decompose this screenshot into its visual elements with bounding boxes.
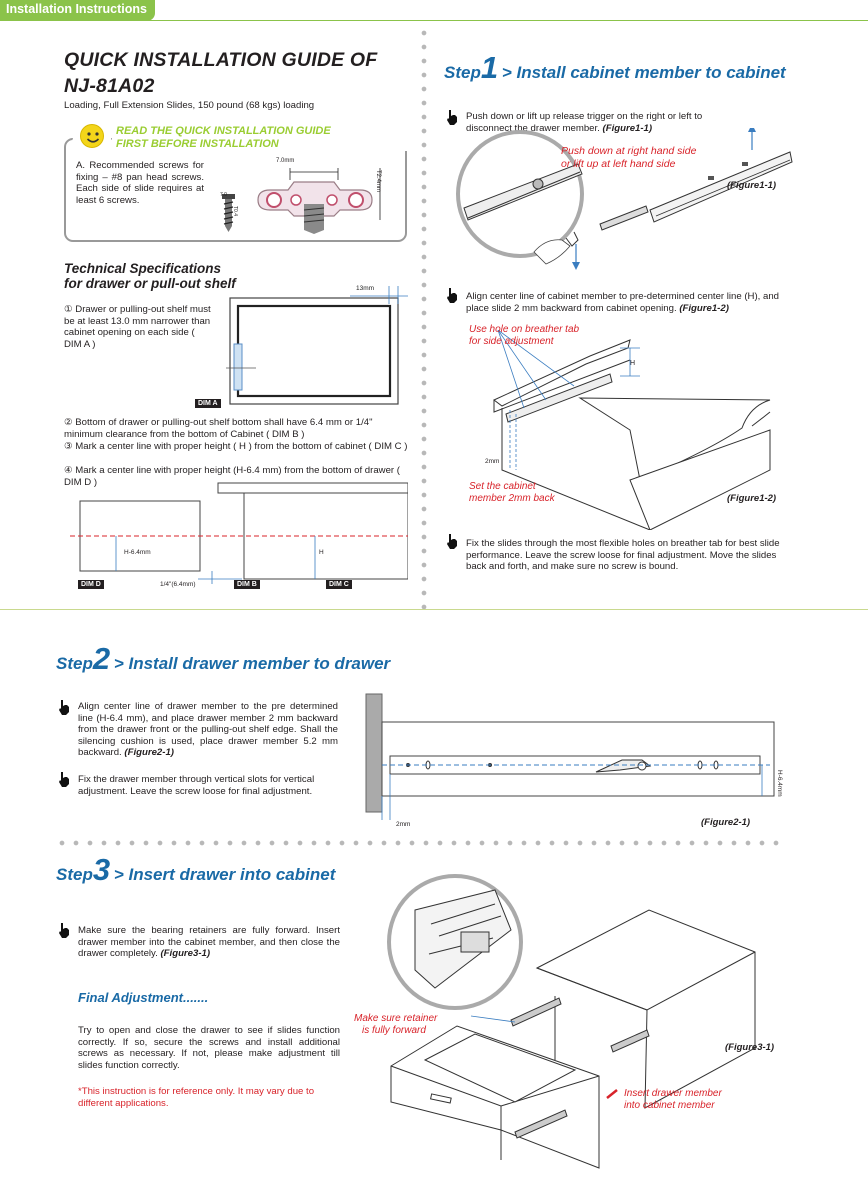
hand-pointer-icon: [447, 110, 457, 125]
screw-dim1: 7.0: [220, 192, 227, 198]
dim-quarter-label: 1/4"(6.4mm): [160, 581, 196, 588]
header-rule: [0, 20, 868, 21]
figure2-1-caption: (Figure2-1): [701, 817, 751, 828]
figure1-2-caption: (Figure1-2): [727, 493, 777, 504]
dim-d-label: DIM D: [78, 580, 104, 589]
step3-number: 3: [92, 852, 110, 887]
step1-note3-line2: member 2mm back: [469, 493, 555, 504]
hand-pointer-icon: [447, 534, 457, 549]
dim-b-label: DIM B: [234, 580, 260, 589]
read-note-line1: READ THE QUICK INSTALLATION GUIDE: [116, 125, 331, 137]
step1-instr2: Align center line of cabinet member to p…: [466, 291, 796, 314]
fig2-1-h64-label: H-6.4mm: [776, 770, 783, 797]
step2-instr1: Align center line of drawer member to th…: [78, 701, 338, 759]
smiley-icon: [80, 124, 104, 148]
hand-pointer-icon: [447, 288, 457, 303]
step1-title: > Install cabinet member to cabinet: [501, 63, 786, 82]
step1-note2-line2: for side adjustment: [469, 336, 554, 347]
step2-instr2: Fix the drawer member through vertical s…: [78, 774, 315, 797]
fig2-1-2mm-label: 2mm: [396, 821, 411, 828]
step2-instr1-ref: (Figure2-1): [124, 747, 174, 759]
spec-item1: ① Drawer or pulling-out shelf must be at…: [64, 304, 211, 350]
step2-word: Step: [56, 654, 93, 673]
step2-heading: Step2 > Install drawer member to drawer: [56, 641, 390, 677]
step3-heading: Step3 > Insert drawer into cabinet: [56, 852, 335, 888]
step3-word: Step: [56, 865, 93, 884]
step3-note2-line1: Insert drawer member: [624, 1088, 722, 1099]
screw-icon: [222, 194, 235, 232]
step1-note1-line1: Push down at right hand side: [561, 145, 697, 157]
dim-t24: T2.4mm: [375, 170, 381, 193]
step2-instr1-text: Align center line of drawer member to th…: [78, 701, 338, 759]
hand-pointer-icon: [59, 923, 69, 938]
step2-title: > Install drawer member to drawer: [113, 654, 391, 673]
figure1-2-drawing: [493, 330, 771, 530]
guide-title-line2: NJ-81A02: [64, 75, 155, 97]
specs-title-line1: Technical Specifications: [64, 261, 222, 276]
step3-instr: Make sure the bearing retainers are full…: [78, 925, 340, 960]
step2-number: 2: [92, 641, 110, 676]
dim-c-label: DIM C: [326, 580, 352, 589]
step1-note2-line1: Use hole on breather tab: [469, 324, 580, 335]
fig1-2-h-label: H: [630, 360, 636, 367]
guide-subtitle: Loading, Full Extension Slides, 150 poun…: [64, 100, 315, 111]
spec-item3: ③ Mark a center line with proper height …: [64, 441, 408, 452]
step1-note3-line1: Set the cabinet: [469, 481, 536, 492]
hand-pointer-icon: [59, 772, 69, 787]
figure1-1-caption: (Figure1-1): [727, 180, 777, 191]
screw-dim2: T0.4: [232, 206, 238, 217]
step3-note1-line1: Make sure retainer: [354, 1013, 438, 1024]
step-divider: [55, 840, 780, 846]
figure3-1-drawing: [387, 874, 756, 1169]
figure2-1-drawing: [365, 693, 775, 820]
dim-13mm: 13mm: [356, 285, 375, 292]
step3-title: > Insert drawer into cabinet: [113, 865, 336, 884]
dim-h64-label: H-6.4mm: [124, 549, 151, 556]
slide-section-drawing: [257, 168, 381, 234]
step1-number: 1: [480, 50, 498, 85]
read-note-line2: FIRST BEFORE INSTALLATION: [116, 138, 279, 150]
step3-instr-ref: (Figure3-1): [160, 948, 211, 960]
screws-text: A. Recommended screws for fixing – #8 pa…: [76, 160, 204, 206]
spec-item2: ② Bottom of drawer or pulling-out shelf …: [64, 417, 373, 440]
step1-heading: Step1 > Install cabinet member to cabine…: [444, 50, 786, 86]
step1-instr3: Fix the slides through the most flexible…: [466, 538, 780, 573]
fig1-2-2mm-label: 2mm: [485, 458, 500, 465]
step1-instr2-text: Align center line of cabinet member to p…: [466, 291, 780, 314]
guide-title-line1: QUICK INSTALLATION GUIDE OF: [64, 49, 378, 71]
final-adjustment-text: Try to open and close the drawer to see …: [78, 1025, 340, 1071]
dim-7mm: 7.0mm: [276, 158, 295, 164]
dim-h-label: H: [319, 549, 324, 556]
step3-instr-text: Make sure the bearing retainers are full…: [78, 925, 340, 960]
step1-instr1-text: Push down or lift up release trigger on …: [466, 111, 703, 134]
figure1-1-drawing: [456, 128, 793, 270]
final-adjustment-title: Final Adjustment.......: [78, 990, 209, 1005]
dim-bcd-drawing: [70, 482, 408, 584]
disclaimer-text: *This instruction is for reference only.…: [78, 1086, 315, 1109]
step1-word: Step: [444, 63, 481, 82]
figure3-1-caption: (Figure3-1): [725, 1042, 775, 1053]
dim-a-drawing: [226, 286, 408, 405]
step1-note1-line2: or lift up at left hand side: [561, 158, 676, 170]
hand-pointer-icon: [59, 700, 69, 715]
section-divider: [0, 609, 868, 610]
step3-note2-line2: into cabinet member: [624, 1100, 715, 1111]
step3-note1-line2: is fully forward: [362, 1025, 426, 1036]
section-tag: Installation Instructions: [0, 0, 155, 21]
step1-instr1: Push down or lift up release trigger on …: [466, 111, 736, 134]
spec-item4: ④ Mark a center line with proper height …: [64, 465, 400, 488]
column-divider: [421, 26, 427, 611]
specs-title-line2: for drawer or pull-out shelf: [64, 276, 236, 291]
dim-a-label: DIM A: [195, 399, 221, 408]
step1-instr1-ref: (Figure1-1): [602, 122, 653, 134]
step1-instr2-ref: (Figure1-2): [679, 302, 729, 314]
